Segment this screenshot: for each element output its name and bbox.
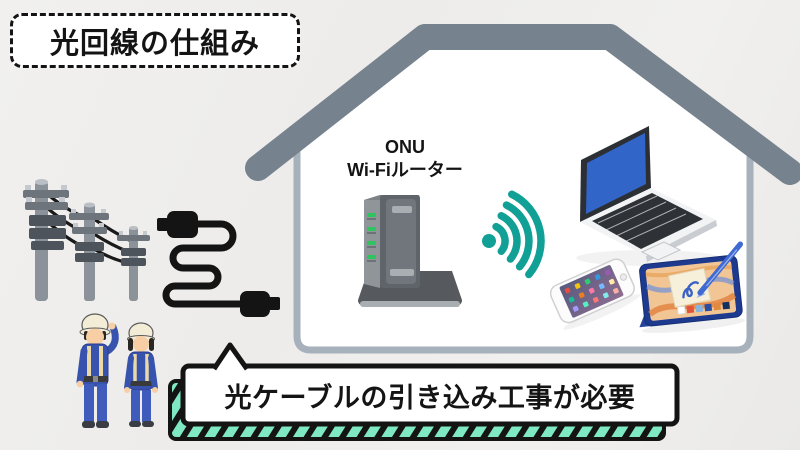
- utility-poles-icon: [23, 179, 150, 301]
- callout-banner: [168, 342, 680, 441]
- router-status-leds: [367, 213, 376, 262]
- onu-label-line2: Wi-Fiルーター: [347, 160, 463, 181]
- smartphone-icon: [549, 258, 641, 330]
- callout-label: 光ケーブルの引き込み工事が必要: [224, 382, 636, 413]
- page-title: 光回線の仕組み: [49, 27, 260, 60]
- worker-male: [76, 313, 119, 428]
- pole-large: [23, 179, 69, 301]
- worker-female: [124, 322, 158, 427]
- stylus-pen-icon: [696, 241, 744, 299]
- fiber-cable-icon: [157, 211, 280, 317]
- tablet-color-palette: [677, 301, 730, 315]
- onu-router-icon: [358, 195, 462, 307]
- house-roof: [245, 24, 800, 185]
- phone-app-icons: [564, 269, 619, 312]
- onu-label-line1: ONU: [385, 137, 425, 157]
- title-box: 光回線の仕組み: [10, 13, 300, 68]
- pole-small: [117, 226, 150, 301]
- wifi-signal-icon: [482, 190, 545, 279]
- tablet-icon: [639, 241, 746, 333]
- pole-medium: [69, 202, 109, 301]
- construction-workers-icon: [76, 313, 158, 428]
- laptop-icon: [576, 126, 720, 266]
- onu-router-label: ONU Wi-Fiルーター: [325, 136, 485, 183]
